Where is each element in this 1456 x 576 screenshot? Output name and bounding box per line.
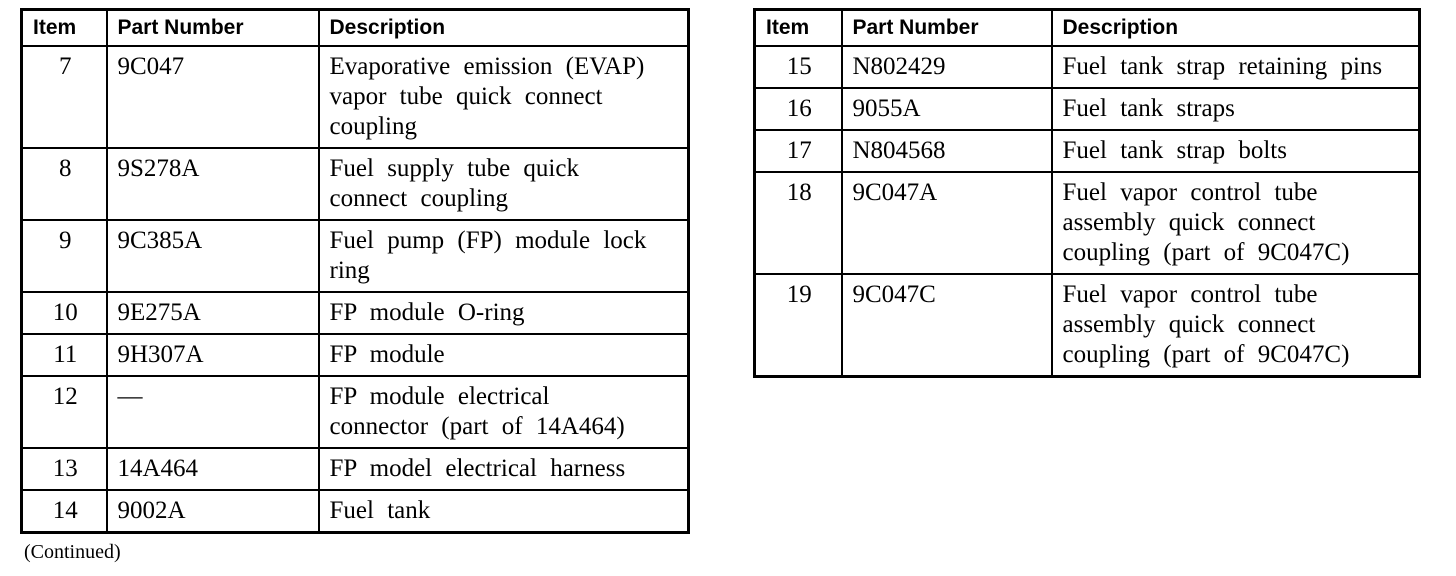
part-number-cell: 9S278A xyxy=(105,147,320,221)
item-cell: 18 xyxy=(753,171,843,275)
table-row: 16 9055A Fuel tank straps xyxy=(753,87,1421,131)
part-number-cell: N804568 xyxy=(840,129,1053,173)
table-row: 14 9002A Fuel tank xyxy=(20,489,690,534)
description-cell: Fuel pump (FP) module lock ring xyxy=(317,219,690,293)
part-number-cell: 9C385A xyxy=(105,219,320,293)
table-row: 18 9C047A Fuel vapor control tube assemb… xyxy=(753,171,1421,275)
column-header-part-number: Part Number xyxy=(105,8,320,47)
description-cell: Fuel tank strap bolts xyxy=(1050,129,1421,173)
item-cell: 12 xyxy=(20,375,108,449)
table-row: 17 N804568 Fuel tank strap bolts xyxy=(753,129,1421,173)
description-cell: Fuel tank strap retaining pins xyxy=(1050,45,1421,89)
parts-table-right: Item Part Number Description 15 N802429 … xyxy=(753,8,1421,378)
continued-note: (Continued) xyxy=(24,541,121,563)
parts-table-left: Item Part Number Description 7 9C047 Eva… xyxy=(20,8,690,534)
table-row: 11 9H307A FP module xyxy=(20,333,690,377)
item-cell: 8 xyxy=(20,147,108,221)
table-row: 7 9C047 Evaporative emission (EVAP) vapo… xyxy=(20,45,690,149)
description-cell: FP model electrical harness xyxy=(317,447,690,491)
item-cell: 14 xyxy=(20,489,108,534)
description-cell: FP module O-ring xyxy=(317,291,690,335)
part-number-cell: 9H307A xyxy=(105,333,320,377)
item-cell: 11 xyxy=(20,333,108,377)
table-row: 9 9C385A Fuel pump (FP) module lock ring xyxy=(20,219,690,293)
table-header-row: Item Part Number Description xyxy=(753,8,1421,47)
description-cell: FP module electrical connector (part of … xyxy=(317,375,690,449)
part-number-cell: 9C047 xyxy=(105,45,320,149)
table-row: 12 — FP module electrical connector (par… xyxy=(20,375,690,449)
part-number-cell: 14A464 xyxy=(105,447,320,491)
table-row: 15 N802429 Fuel tank strap retaining pin… xyxy=(753,45,1421,89)
description-cell: Fuel supply tube quick connect coupling xyxy=(317,147,690,221)
item-cell: 7 xyxy=(20,45,108,149)
item-cell: 13 xyxy=(20,447,108,491)
column-header-description: Description xyxy=(1050,8,1421,47)
item-cell: 10 xyxy=(20,291,108,335)
column-header-part-number: Part Number xyxy=(840,8,1053,47)
description-cell: Fuel vapor control tube assembly quick c… xyxy=(1050,171,1421,275)
part-number-cell: 9C047C xyxy=(840,273,1053,378)
part-number-cell: — xyxy=(105,375,320,449)
part-number-cell: 9055A xyxy=(840,87,1053,131)
item-cell: 17 xyxy=(753,129,843,173)
column-header-description: Description xyxy=(317,8,690,47)
part-number-cell: 9C047A xyxy=(840,171,1053,275)
table-row: 8 9S278A Fuel supply tube quick connect … xyxy=(20,147,690,221)
description-cell: Fuel vapor control tube assembly quick c… xyxy=(1050,273,1421,378)
table-row: 10 9E275A FP module O-ring xyxy=(20,291,690,335)
description-cell: FP module xyxy=(317,333,690,377)
item-cell: 16 xyxy=(753,87,843,131)
table-row: 13 14A464 FP model electrical harness xyxy=(20,447,690,491)
table-header-row: Item Part Number Description xyxy=(20,8,690,47)
item-cell: 19 xyxy=(753,273,843,378)
part-number-cell: N802429 xyxy=(840,45,1053,89)
part-number-cell: 9E275A xyxy=(105,291,320,335)
item-cell: 9 xyxy=(20,219,108,293)
table-row: 19 9C047C Fuel vapor control tube assemb… xyxy=(753,273,1421,378)
description-cell: Evaporative emission (EVAP) vapor tube q… xyxy=(317,45,690,149)
part-number-cell: 9002A xyxy=(105,489,320,534)
item-cell: 15 xyxy=(753,45,843,89)
column-header-item: Item xyxy=(753,8,843,47)
column-header-item: Item xyxy=(20,8,108,47)
description-cell: Fuel tank straps xyxy=(1050,87,1421,131)
description-cell: Fuel tank xyxy=(317,489,690,534)
